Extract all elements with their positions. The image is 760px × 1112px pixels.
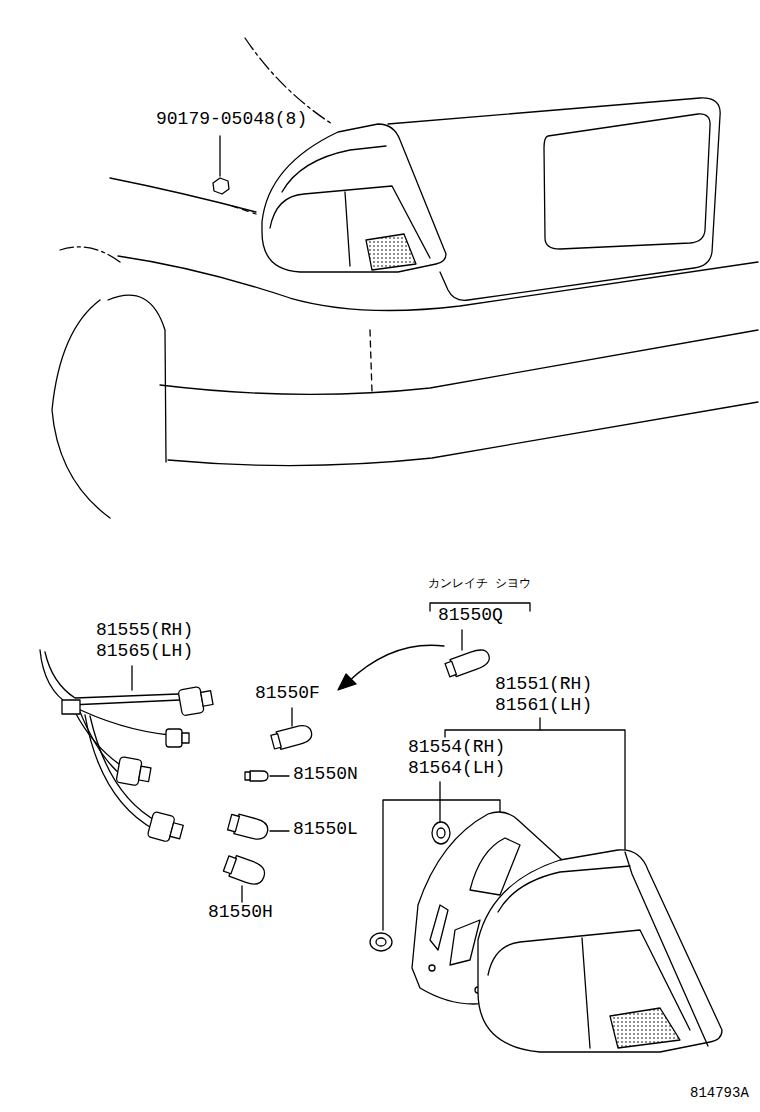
bulb-base [445, 661, 456, 677]
leader-line [219, 136, 220, 176]
bulb-glass [250, 771, 268, 781]
bulb [245, 771, 268, 781]
part-number: 81551(RH) [495, 675, 592, 695]
bumper-line [370, 330, 372, 392]
grommet [432, 822, 450, 844]
part-number: 81550N [293, 765, 358, 785]
mount-line [232, 206, 256, 214]
gasket-hole [450, 920, 480, 965]
reflector [610, 1008, 680, 1048]
lamp-lens-line [282, 146, 386, 192]
bulb [270, 723, 313, 751]
socket-body [178, 687, 204, 716]
installed-tail-lamp [262, 124, 446, 272]
reflector [366, 234, 416, 270]
leader-line [461, 630, 462, 650]
note-text: カンレイチ シヨウ [428, 578, 531, 591]
gasket-hole [430, 905, 448, 950]
gasket-hole [429, 965, 435, 971]
nut [213, 178, 229, 194]
socket [166, 729, 189, 747]
part-number: 81550H [208, 903, 273, 923]
grommet-hole [376, 938, 386, 946]
leader-line [131, 666, 132, 690]
lamp-housing [262, 124, 446, 272]
leader-line [439, 782, 440, 800]
socket-tip [139, 766, 151, 782]
leader-line [270, 830, 289, 831]
socket [116, 756, 152, 787]
bulb-base [223, 856, 236, 874]
bulb-base [245, 772, 250, 780]
socket-body [116, 756, 142, 785]
part-number: 81550L [293, 820, 358, 840]
leader-line [291, 708, 292, 726]
bulb [222, 853, 267, 887]
lamp-lens-line [498, 866, 630, 912]
bumper-line [160, 330, 758, 394]
bulb-base [228, 814, 240, 832]
part-number: 81555(RH) [96, 621, 193, 641]
lamp-lens-line [345, 192, 350, 266]
bulb-glass [276, 723, 314, 749]
wheel-arch [108, 295, 166, 462]
part-number: 90179-05048(8) [156, 110, 307, 130]
grommet [370, 933, 392, 951]
socket-tip [201, 691, 213, 707]
wire [70, 705, 170, 735]
harness-clamp [62, 700, 80, 714]
part-number: 81550Q [438, 606, 503, 626]
socket-tip [170, 823, 183, 839]
wheel-arch [52, 300, 110, 518]
socket-body [147, 811, 175, 842]
socket [178, 685, 214, 716]
leader-line [439, 800, 440, 822]
bulb [227, 812, 270, 841]
bumper-line [168, 402, 758, 466]
leader-line [241, 886, 242, 902]
leader-line [270, 775, 289, 776]
diagram-id: 814793A [690, 1086, 749, 1101]
bulb [444, 647, 492, 679]
part-number: 81550F [255, 684, 320, 704]
part-number: 81564(LH) [408, 759, 505, 779]
part-number: 81554(RH) [408, 738, 505, 758]
wire [90, 716, 158, 822]
trunk-lid [388, 98, 720, 300]
lamp-lens-line [582, 938, 590, 1048]
part-number: 81561(LH) [495, 696, 592, 716]
socket-tip [182, 733, 189, 743]
part-number: 81565(LH) [96, 642, 193, 662]
tail-lamp-assembly [478, 850, 722, 1052]
socket [147, 811, 185, 844]
body-line [60, 247, 120, 262]
socket-body [166, 729, 182, 747]
bulb-glass [450, 647, 492, 677]
license-recess [544, 114, 710, 249]
arrowhead [338, 674, 356, 690]
lamp-housing [478, 850, 722, 1052]
arrow [348, 645, 444, 682]
wiring-harness [40, 650, 214, 845]
leader-line [539, 718, 540, 730]
car-body [52, 38, 758, 518]
bulb-base [271, 734, 281, 749]
grommet-hole [437, 828, 445, 838]
